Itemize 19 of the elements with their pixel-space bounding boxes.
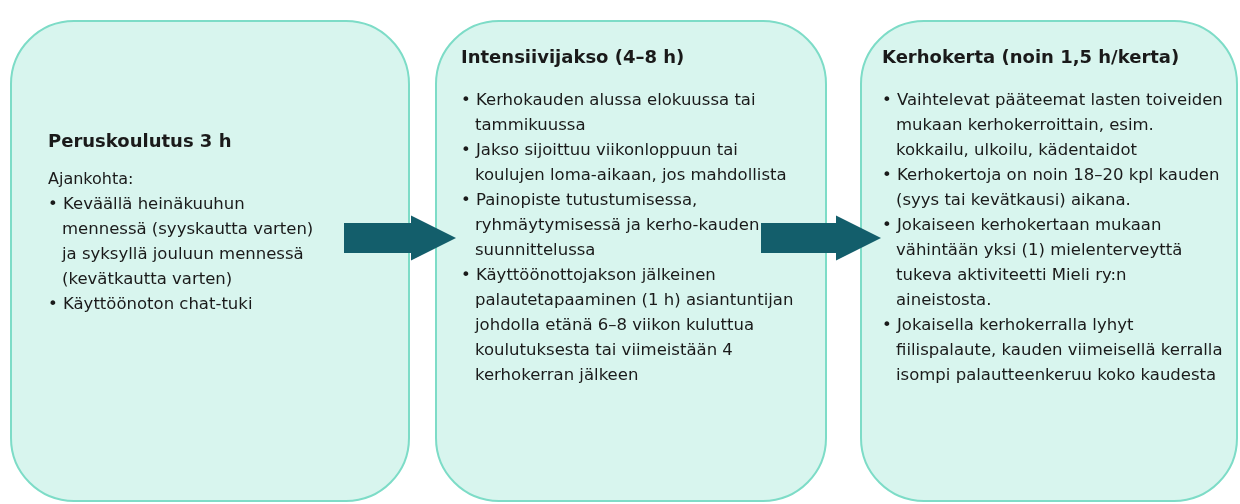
- bullet-item: • Jokaiseen kerhokertaan mukaan vähintään yksi (1) mielenterveyttä tukeva aktiviteetti Mieli ry:n aineistosta.: [882, 214, 1184, 311]
- box-heading: Peruskoulutus 3 h: [48, 130, 233, 151]
- bullet-item: • Käyttöönottojakson jälkeinen palautetapaaminen (1 h) asiantuntijan johdolla etänä 6–8 viikon kuluttua koulutuksesta tai viimeistään 4 kerhokerran jälkeen: [461, 264, 795, 386]
- bullet-item: • Kerhokauden alussa elokuussa tai tammikuussa: [461, 89, 757, 136]
- bullet-item: • Kerhokertoja on noin 18–20 kpl kauden (syys tai kevätkausi) aikana.: [882, 164, 1221, 211]
- rounded-box: [860, 20, 1238, 502]
- bullet-item: • Käyttöönoton chat-tuki: [48, 293, 254, 315]
- subheading: Ajankohta:: [48, 168, 135, 190]
- block-arrow: [344, 215, 456, 261]
- box-heading: Intensiivijakso (4–8 h): [461, 46, 686, 67]
- box-heading: Kerhokerta (noin 1,5 h/kerta): [882, 46, 1181, 67]
- bullet-item: • Keväällä heinäkuuhun mennessä (syyskautta varten) ja syksyllä jouluun mennessä (kevätkautta varten): [48, 193, 315, 290]
- rounded-box: [435, 20, 827, 502]
- bullet-item: • Vaihtelevat pääteemat lasten toiveiden mukaan kerhokerroittain, esim. kokkailu, ulkoilu, kädentaidot: [882, 89, 1224, 161]
- bullet-item: • Jokaisella kerhokerralla lyhyt fiilispalaute, kauden viimeisellä kerralla isompi palautteenkeruu koko kaudesta: [882, 314, 1224, 386]
- bullet-item: • Jakso sijoittuu viikonloppuun tai koulujen loma-aikaan, jos mahdollista: [461, 139, 788, 186]
- rounded-box: [10, 20, 410, 502]
- block-arrow: [761, 215, 881, 261]
- bullet-item: • Painopiste tutustumisessa, ryhmäytymisessä ja kerho-kauden suunnittelussa: [461, 189, 761, 261]
